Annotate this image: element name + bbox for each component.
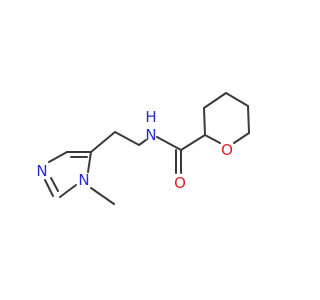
bond-c5-c6 <box>247 105 250 134</box>
ethyl-linker <box>90 131 147 153</box>
bond-o-c2 <box>204 134 221 144</box>
bond-c5-ch2 <box>90 131 116 153</box>
bond-n1-methyl <box>90 187 115 205</box>
atom-o-ring: O <box>221 141 233 159</box>
bond-c5-n1 <box>87 151 92 173</box>
molecule-structure-diagram: N N N H O O <box>36 92 250 205</box>
bond-c2-n3 <box>44 179 54 197</box>
bond-n3-c4 <box>48 151 68 163</box>
bond-carbonyl-c2 <box>180 134 206 151</box>
atom-labels: N N N H O O <box>36 108 233 192</box>
atom-h-amide: H <box>145 108 156 126</box>
bond-c6-o <box>233 132 250 144</box>
atom-n-ring-methyl: N <box>78 171 89 189</box>
amide-group <box>156 134 206 174</box>
bond-c2-n3-double <box>50 177 59 192</box>
imidazole-ring <box>44 151 92 198</box>
bond-ch2-nh <box>138 139 147 146</box>
bond-c2-c3 <box>203 107 206 136</box>
bond-c4-c5 <box>225 92 249 107</box>
tetrahydropyran-ring <box>203 92 250 144</box>
bond-n1-c2 <box>59 184 77 198</box>
atom-o-carbonyl: O <box>174 174 186 192</box>
bond-ch2-ch2 <box>114 131 140 146</box>
atom-n-amide: N <box>145 126 156 144</box>
bond-nh-carbonyl <box>156 136 182 151</box>
atom-n-ring-top: N <box>36 162 47 180</box>
bond-c3-c4 <box>203 92 227 109</box>
